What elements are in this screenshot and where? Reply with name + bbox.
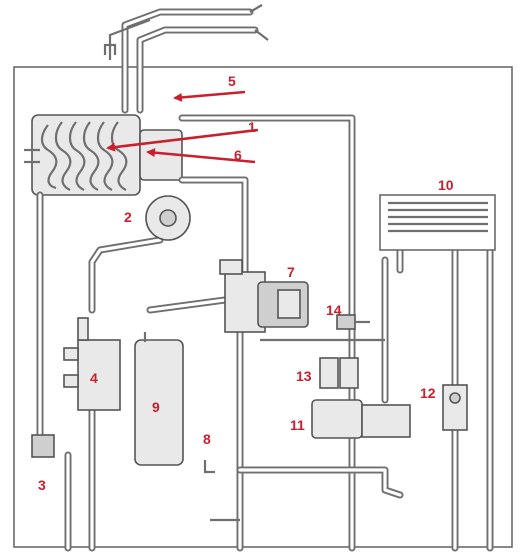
arrow-1 (106, 128, 259, 152)
sensor (336, 314, 370, 330)
label-9: 9 (152, 399, 160, 415)
label-5: 5 (228, 73, 236, 89)
label-6: 6 (234, 147, 242, 163)
label-2: 2 (124, 209, 132, 225)
label-4: 4 (90, 370, 98, 386)
arrow-5 (173, 90, 246, 102)
plate-heat-exchanger (379, 194, 496, 251)
label-12: 12 (420, 385, 436, 401)
expansion-vessel (134, 332, 184, 466)
label-11: 11 (290, 417, 305, 433)
label-8: 8 (203, 431, 211, 447)
label-10: 10 (438, 177, 454, 193)
flow-switch (31, 434, 55, 458)
callout-arrows (106, 90, 259, 164)
label-7: 7 (287, 264, 295, 280)
label-1: 1 (248, 119, 256, 135)
pump (219, 259, 309, 333)
label-13: 13 (296, 368, 312, 384)
gas-valve (311, 399, 411, 439)
arrow-6 (146, 148, 256, 164)
label-3: 3 (38, 477, 46, 493)
pressure-switch (319, 357, 359, 389)
fan (145, 195, 191, 241)
heat-exchanger (24, 114, 183, 196)
diverter-valve (442, 384, 468, 431)
safety-valve (203, 460, 215, 474)
flue-duct (103, 4, 269, 114)
hydraulic-group (63, 317, 121, 411)
label-14: 14 (326, 302, 342, 318)
